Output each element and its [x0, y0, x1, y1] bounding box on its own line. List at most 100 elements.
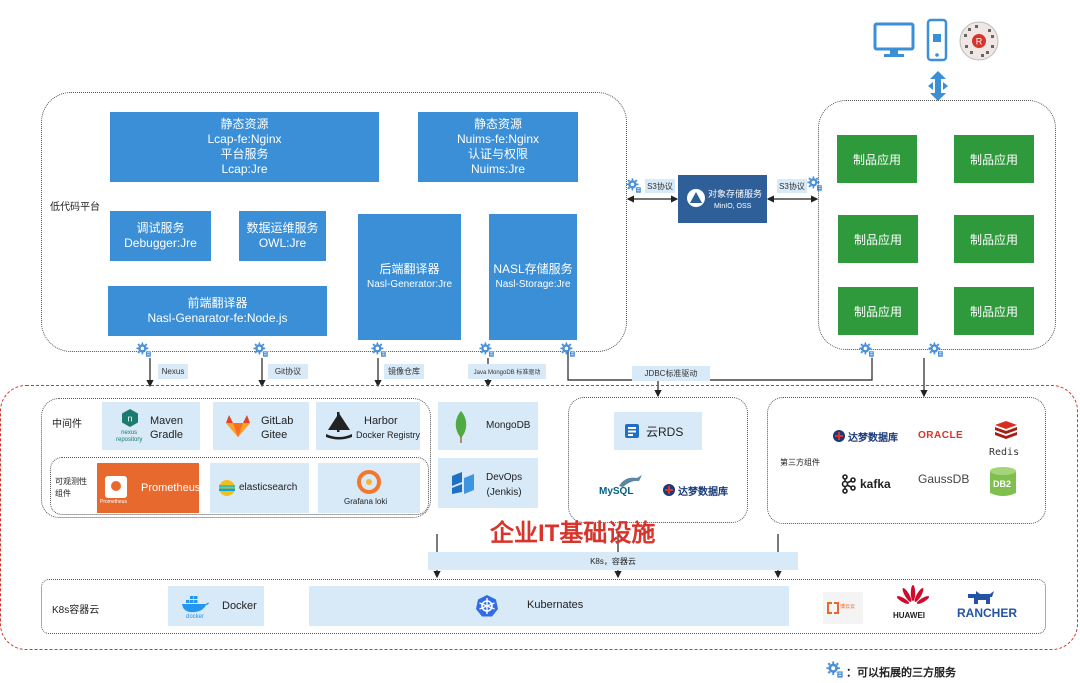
mirror-registry-tag: 镜像仓库 — [384, 364, 424, 379]
extensible-service-legend-icon — [826, 661, 844, 679]
grafana-loki-box: Grafana loki — [318, 463, 420, 513]
mysql-dolphin-icon — [619, 475, 642, 487]
object-storage-subtitle: MinIO, OSS — [714, 203, 752, 210]
cloud-rds-title: 云RDS — [646, 425, 684, 439]
mongodb-title: MongoDB — [486, 420, 531, 431]
kafka-logo-icon — [841, 474, 856, 494]
devops-box: DevOps (Jenkis) — [438, 458, 538, 508]
dameng-logo-icon — [663, 484, 675, 496]
low-code-platform-group — [41, 92, 627, 352]
k8s-container-cloud-group — [41, 579, 1046, 634]
nexus-tag: Nexus — [158, 364, 188, 379]
java-mongodb-driver-tag: Java MongoDB 标准驱动 — [468, 364, 546, 379]
svg-text:n: n — [127, 414, 132, 424]
jenkins-subtitle: (Jenkis) — [486, 487, 522, 498]
lcap-static-platform-box: 静态资源 Lcap-fe:Nginx 平台服务 Lcap:Jre — [110, 112, 379, 182]
dameng-third-party-logo: 达梦数据库 — [832, 428, 914, 446]
cloud-vendor-icon — [827, 602, 839, 614]
git-protocol-tag: Git协议 — [268, 364, 308, 379]
dameng-logo-icon — [833, 430, 845, 442]
rancher-logo-text: RANCHER — [957, 606, 1017, 620]
observability-label: 可观测性 组件 — [55, 477, 87, 498]
harbor-logo-icon — [326, 412, 352, 440]
object-storage-title: 对象存储服务 — [708, 189, 763, 199]
gaussdb-logo-text: GaussDB — [918, 472, 970, 486]
docker-title: Docker — [222, 600, 257, 612]
docker-registry-subtitle: Docker Registry — [356, 430, 421, 440]
rds-icon — [625, 424, 639, 438]
mongodb-box: MongoDB — [438, 402, 538, 450]
nuims-static-auth-box: 静态资源 Nuims-fe:Nginx 认证与权限 Nuims:Jre — [418, 112, 578, 182]
svg-text:R: R — [976, 37, 983, 47]
devops-icon — [452, 472, 474, 494]
extensible-service-icon — [253, 342, 269, 358]
kubernetes-title: Kubernates — [527, 599, 584, 611]
bidirectional-arrow-icon — [928, 71, 948, 101]
k8s-container-cloud-tag: K8s，容器云 — [428, 552, 798, 570]
middleware-group — [41, 398, 431, 518]
mini-program-qr-icon: R — [959, 21, 999, 61]
docker-logo-text: docker — [186, 614, 205, 620]
database-group — [568, 397, 748, 523]
jdbc-driver-tag: JDBC标准驱动 — [632, 366, 710, 381]
product-app-box: 制品应用 — [838, 215, 918, 263]
redis-logo-icon — [995, 421, 1017, 439]
docker-box: docker Docker — [168, 586, 264, 626]
huawei-logo-text: HUAWEI — [893, 611, 925, 620]
extensible-service-icon — [371, 342, 387, 358]
extensible-service-icon — [626, 178, 642, 194]
extensible-service-icon — [928, 342, 944, 358]
nasl-storage-box: NASL存储服务 Nasl-Storage:Jre — [489, 214, 577, 340]
owl-service-box: 数据运维服务 OWL:Jre — [239, 211, 326, 261]
db2-cylinder-icon — [990, 467, 1016, 496]
platform-label: 低代码平台 — [50, 202, 100, 213]
prometheus-logo-icon — [105, 476, 127, 498]
third-party-label: 第三方组件 — [780, 458, 820, 467]
middleware-label: 中间件 — [52, 419, 82, 430]
harbor-title: Harbor — [364, 415, 398, 427]
gitlab-logo-icon — [226, 415, 250, 437]
grafana-logo-icon — [357, 470, 381, 494]
observability-group — [50, 457, 429, 515]
extensible-service-icon — [560, 342, 576, 358]
mysql-logo: MySQL — [597, 474, 647, 500]
desktop-icon — [873, 22, 915, 57]
dameng-db-text: 达梦数据库 — [678, 487, 728, 498]
gitlab-title: GitLab — [261, 415, 294, 427]
elasticsearch-logo-icon — [219, 480, 235, 496]
devops-title: DevOps — [486, 472, 523, 483]
s3-protocol-tag-left: S3协议 — [645, 179, 675, 193]
s3-protocol-tag-right: S3协议 — [777, 179, 807, 193]
gradle-subtitle: Gradle — [150, 429, 184, 441]
gitee-subtitle: Gitee — [261, 429, 288, 441]
dameng-text: 达梦数据库 — [848, 433, 898, 444]
enterprise-it-infrastructure-group — [0, 385, 1078, 650]
extensible-service-icon — [479, 342, 495, 358]
elasticsearch-title: elasticsearch — [239, 482, 298, 493]
mobile-phone-icon — [926, 18, 948, 62]
elasticsearch-box: elasticsearch — [210, 463, 309, 513]
harbor-box: Harbor Docker Registry — [316, 402, 420, 450]
maven-title: Maven — [150, 415, 184, 427]
nexus-repository-logo-text: repository — [116, 437, 143, 443]
extensible-service-icon — [136, 342, 152, 358]
object-storage-box: 对象存储服务 MinIO, OSS — [678, 175, 767, 223]
cloud-vendor-text: 博云云 — [840, 604, 856, 610]
prometheus-box: Prometheus Prometheus — [97, 463, 200, 513]
debugger-service-box: 调试服务 Debugger:Jre — [110, 211, 211, 261]
product-app-box: 制品应用 — [954, 287, 1034, 335]
third-party-components-group — [767, 397, 1046, 524]
maven-box: n nexus repository Maven Gradle — [102, 402, 200, 450]
minio-icon — [687, 189, 705, 207]
mongodb-leaf-icon — [455, 411, 467, 443]
product-app-box: 制品应用 — [838, 287, 918, 335]
db2-text: DB2 — [993, 479, 1012, 489]
enterprise-it-title: 企业IT基础设施 — [490, 520, 656, 547]
oracle-logo-text: ORACLE — [918, 430, 964, 441]
rancher-cow-icon — [968, 591, 994, 604]
kubernetes-helm-icon — [476, 595, 498, 617]
huawei-logo-icon — [897, 585, 929, 604]
cloud-vendor-logo: 博云云 — [823, 592, 863, 624]
dameng-db-logo: 达梦数据库 — [662, 482, 738, 500]
docker-whale-icon — [182, 596, 209, 613]
